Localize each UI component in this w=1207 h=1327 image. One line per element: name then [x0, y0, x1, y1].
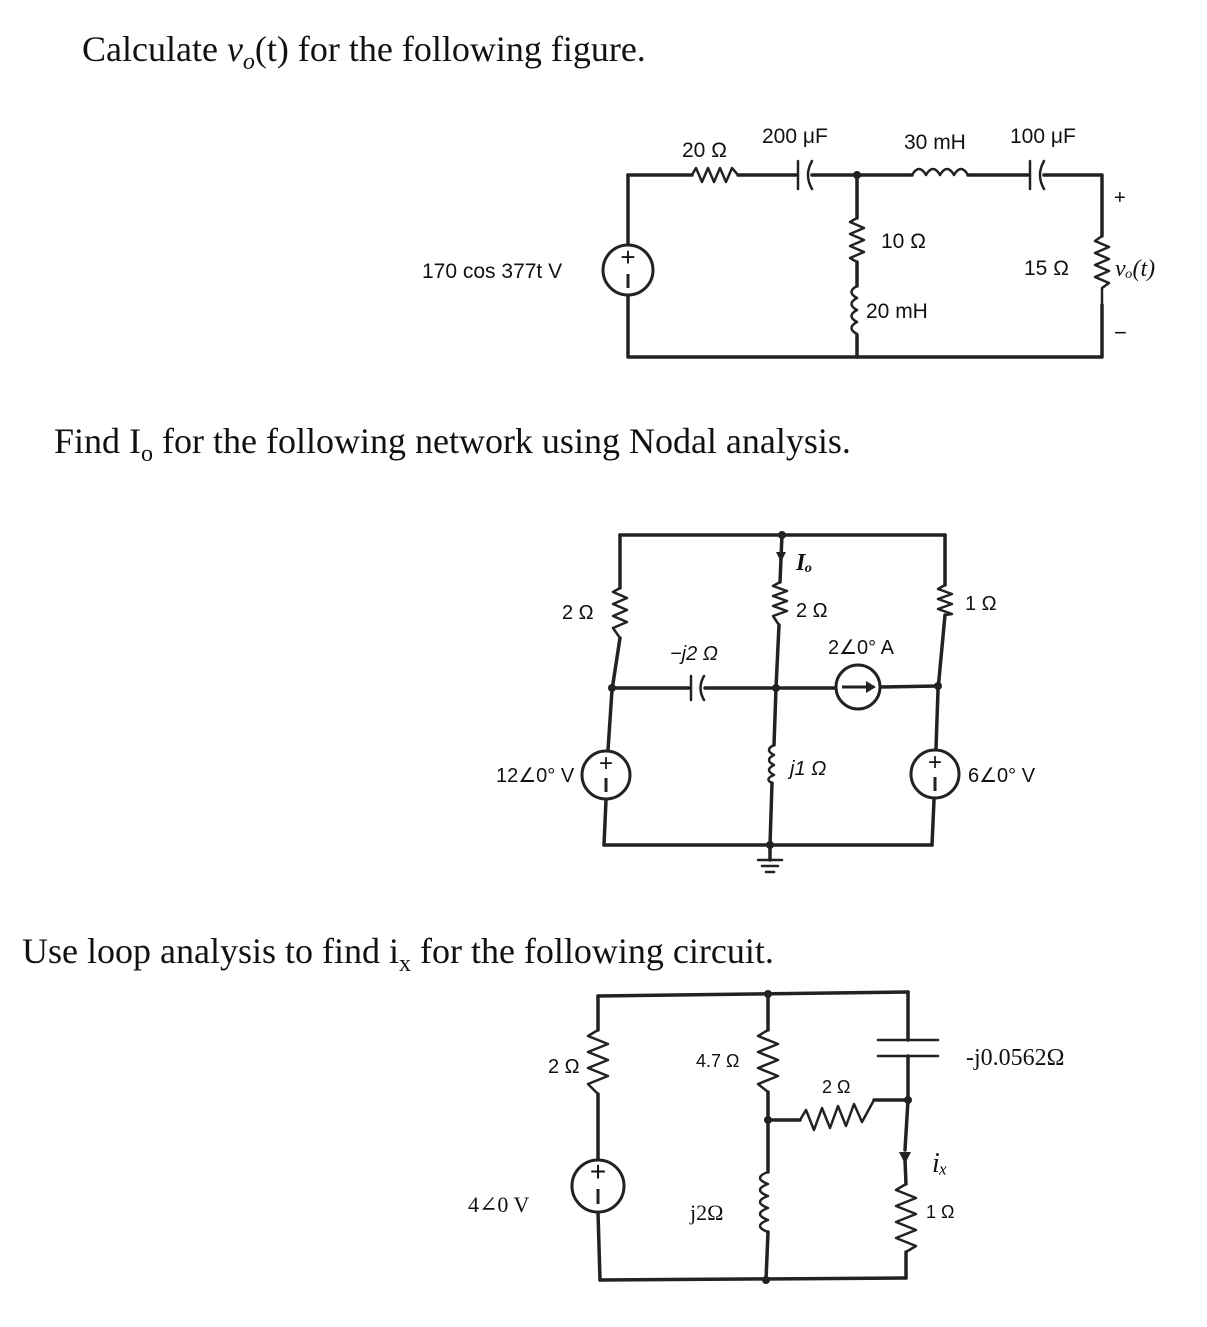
node-dot [764, 990, 772, 998]
node-dot [608, 684, 616, 692]
resistor-left-2ohm-3 [586, 1028, 610, 1096]
label-r-center: 2 Ω [796, 600, 828, 622]
label-l-30mH: 30 mH [904, 131, 966, 154]
node-dot [778, 531, 786, 539]
label-io: Iₒ [795, 550, 812, 576]
label-ix: iₓ [932, 1148, 948, 1179]
resistor-1ohm [894, 1182, 918, 1254]
label-vout: vₒ(t) [1115, 256, 1155, 282]
node-dot [766, 841, 774, 849]
capacitor-minus-j2 [689, 674, 706, 702]
label-cap-3: -j0.0562Ω [966, 1045, 1065, 1071]
question3-title: Use loop analysis to find ix for the fol… [22, 931, 774, 978]
capacitor-200uF [796, 159, 814, 191]
svg-text:+: + [928, 749, 942, 776]
label-vs-3: 4∠0 V [468, 1192, 530, 1217]
node-dot [764, 1116, 772, 1124]
label-c-200uF: 200 μF [762, 125, 828, 148]
question2-title: Find Io for the following network using … [54, 421, 851, 468]
inductor-j2 [758, 1170, 770, 1234]
label-r-20ohm: 20 Ω [682, 139, 727, 162]
voltage-source-6V: + [909, 748, 961, 800]
circuit-1: + 170 cos 377t V 20 Ω 200 μF 30 mH 100 μ… [422, 125, 1155, 359]
inductor-30mH [910, 167, 970, 177]
node-dot [934, 682, 942, 690]
label-plus: + [1114, 187, 1126, 209]
label-l-center: j1 Ω [787, 758, 826, 780]
label-c-100uF: 100 μF [1010, 125, 1076, 148]
voltage-source-12V: + [580, 749, 632, 801]
resistor-20ohm [690, 166, 740, 184]
resistor-center-2ohm [771, 580, 789, 627]
label-r-left-3: 2 Ω [548, 1056, 580, 1078]
node-dot [762, 1276, 770, 1284]
svg-text:+: + [590, 1156, 606, 1187]
svg-text:+: + [599, 750, 613, 777]
label-source-1: 170 cos 377t V [422, 260, 562, 283]
label-l-20mH: 20 mH [866, 300, 928, 323]
current-source-2A [834, 663, 882, 711]
resistor-4-7ohm [756, 1028, 780, 1094]
label-vs-right: 6∠0° V [968, 765, 1036, 787]
resistor-left-2ohm [611, 586, 629, 640]
label-r-branch: 2 Ω [822, 1077, 850, 1097]
circuit-2: + + 2 Ω −j2 Ω Iₒ 2 Ω 1 Ω 2∠0° A 12∠0° V … [496, 531, 1036, 874]
label-isource: 2∠0° A [828, 637, 895, 659]
capacitor-minus-j0-0562 [876, 1038, 940, 1058]
label-minus: − [1114, 320, 1127, 345]
label-ind-3: j2Ω [689, 1200, 723, 1225]
arrow-ix [899, 1152, 911, 1164]
label-r-4-7: 4.7 Ω [696, 1051, 739, 1071]
ground-icon [756, 858, 784, 874]
label-c-mid: −j2 Ω [670, 643, 718, 665]
node-dot [772, 684, 780, 692]
svg-text:+: + [620, 242, 635, 272]
resistor-right-1ohm [936, 583, 954, 617]
arrow-io [776, 552, 786, 562]
label-r-left: 2 Ω [562, 602, 594, 624]
capacitor-100uF [1028, 159, 1046, 191]
inductor-j1 [767, 743, 776, 785]
label-r-right: 1 Ω [965, 593, 997, 615]
label-vs-left: 12∠0° V [496, 765, 575, 787]
label-r-1ohm: 1 Ω [926, 1202, 954, 1222]
resistor-branch-2ohm [798, 1098, 876, 1132]
question1-title: Calculate vo(t) for the following figure… [82, 29, 646, 76]
inductor-20mH [850, 284, 859, 336]
label-r-10ohm: 10 Ω [881, 230, 926, 253]
circuit-3: + 2 Ω 4.7 Ω 2 Ω -j0.0562Ω iₓ 1 Ω 4∠0 V j… [468, 990, 1065, 1284]
node-dot [904, 1096, 912, 1104]
resistor-15ohm [1093, 234, 1111, 307]
node-dot [853, 171, 861, 179]
voltage-source-1: + [601, 242, 655, 297]
voltage-source-4V: + [570, 1156, 626, 1214]
resistor-10ohm [848, 216, 866, 264]
label-r-15ohm: 15 Ω [1024, 257, 1069, 280]
